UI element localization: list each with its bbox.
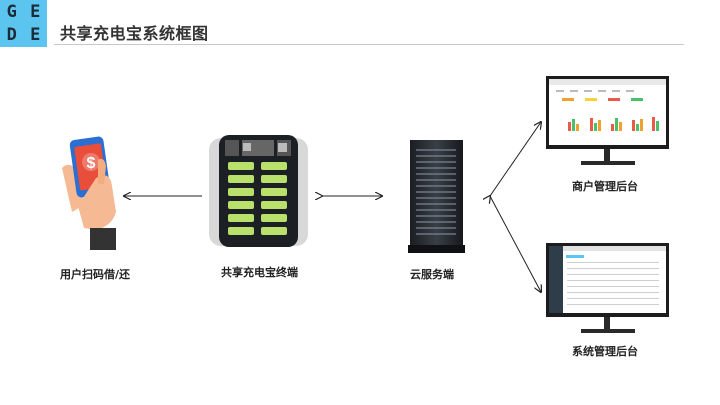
page-title: 共享充电宝系统框图 bbox=[60, 24, 209, 43]
monitor-dashboard-icon bbox=[546, 76, 669, 165]
terminal-label: 共享充电宝终端 bbox=[221, 266, 298, 279]
merchant-label: 商户管理后台 bbox=[572, 180, 638, 193]
arrow-cloud-merchant bbox=[490, 122, 541, 196]
logo-letter-e2: E bbox=[30, 25, 41, 46]
logo-letter-g: G bbox=[6, 1, 17, 22]
cloud-label: 云服务端 bbox=[410, 268, 454, 281]
phone-dollar-symbol: $ bbox=[87, 155, 96, 172]
monitor-table-icon bbox=[546, 243, 669, 333]
arrow-cloud-system bbox=[489, 195, 541, 292]
power-bank-cabinet-icon bbox=[209, 135, 308, 247]
logo-letter-d: D bbox=[6, 25, 17, 46]
system-label: 系统管理后台 bbox=[572, 345, 638, 358]
user-label: 用户扫码借/还 bbox=[60, 268, 131, 281]
phone-hand-icon: $ bbox=[62, 136, 116, 250]
title-divider bbox=[54, 44, 684, 45]
logo-letter-e: E bbox=[30, 1, 41, 22]
server-rack-icon bbox=[408, 140, 465, 253]
gede-logo: G E D E bbox=[0, 0, 47, 47]
